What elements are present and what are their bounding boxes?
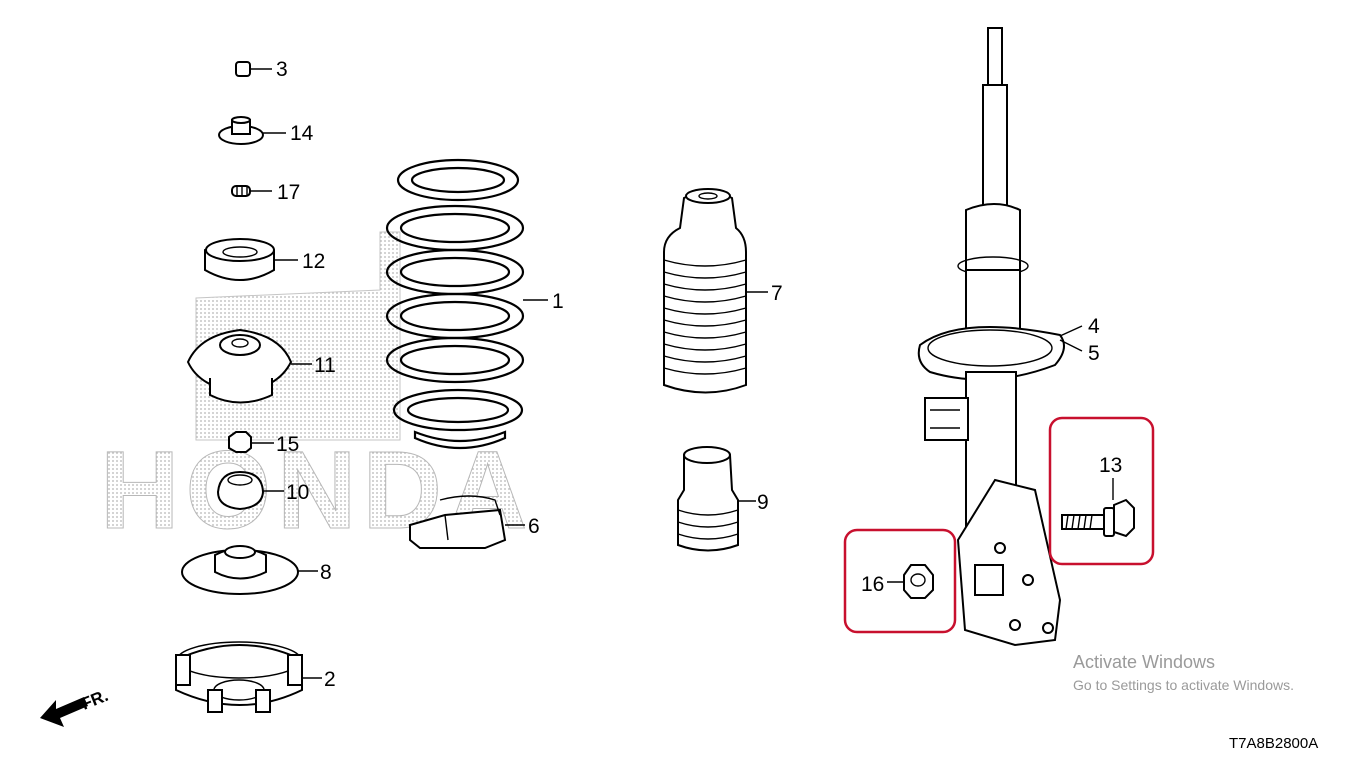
activate-windows-title: Activate Windows — [1073, 652, 1215, 672]
diagram-code: T7A8B2800A — [1229, 735, 1318, 752]
part-7-dust-boot — [663, 188, 768, 394]
part-2-bearing — [175, 641, 322, 713]
part-13-bolt — [1061, 478, 1135, 538]
part-4-5-shock-absorber — [917, 27, 1083, 647]
part-9-bump-stop — [677, 446, 756, 552]
part-6-bracket-clip — [409, 495, 525, 549]
highlight-box-16 — [843, 528, 957, 634]
part-8-spring-seat — [181, 545, 318, 595]
label-11: 11 — [314, 354, 336, 377]
part-1-coil-spring — [385, 158, 548, 450]
label-3: 3 — [276, 58, 288, 81]
part-11-mount-rubber — [186, 328, 312, 404]
label-7: 7 — [771, 282, 783, 305]
part-15-nut — [228, 431, 274, 453]
front-direction-label: FR. — [78, 686, 111, 714]
label-17: 17 — [277, 181, 300, 204]
label-15: 15 — [276, 433, 299, 456]
watermark-brand: HONDA — [100, 429, 533, 552]
label-6: 6 — [528, 515, 540, 538]
part-10-bump-stop — [216, 470, 284, 511]
label-9: 9 — [757, 491, 769, 514]
part-3-cap — [235, 61, 272, 77]
label-10: 10 — [286, 481, 309, 504]
part-16-nut — [887, 564, 934, 599]
front-direction-arrow: FR. — [40, 686, 111, 727]
activate-windows-subtitle: Go to Settings to activate Windows. — [1073, 677, 1294, 693]
honda-watermark: HONDA — [100, 231, 533, 553]
label-1: 1 — [552, 290, 564, 313]
part-12-upper-seat — [204, 238, 298, 281]
label-14: 14 — [290, 122, 314, 145]
label-8: 8 — [320, 561, 332, 584]
label-12: 12 — [302, 250, 325, 273]
part-14-flange-nut — [218, 116, 286, 145]
label-5: 5 — [1088, 342, 1100, 365]
label-4: 4 — [1088, 315, 1100, 338]
part-17-spring-clip — [231, 185, 272, 197]
highlight-box-13 — [1048, 416, 1155, 566]
label-2: 2 — [324, 668, 336, 691]
label-13: 13 — [1099, 454, 1122, 477]
label-16: 16 — [861, 573, 884, 596]
